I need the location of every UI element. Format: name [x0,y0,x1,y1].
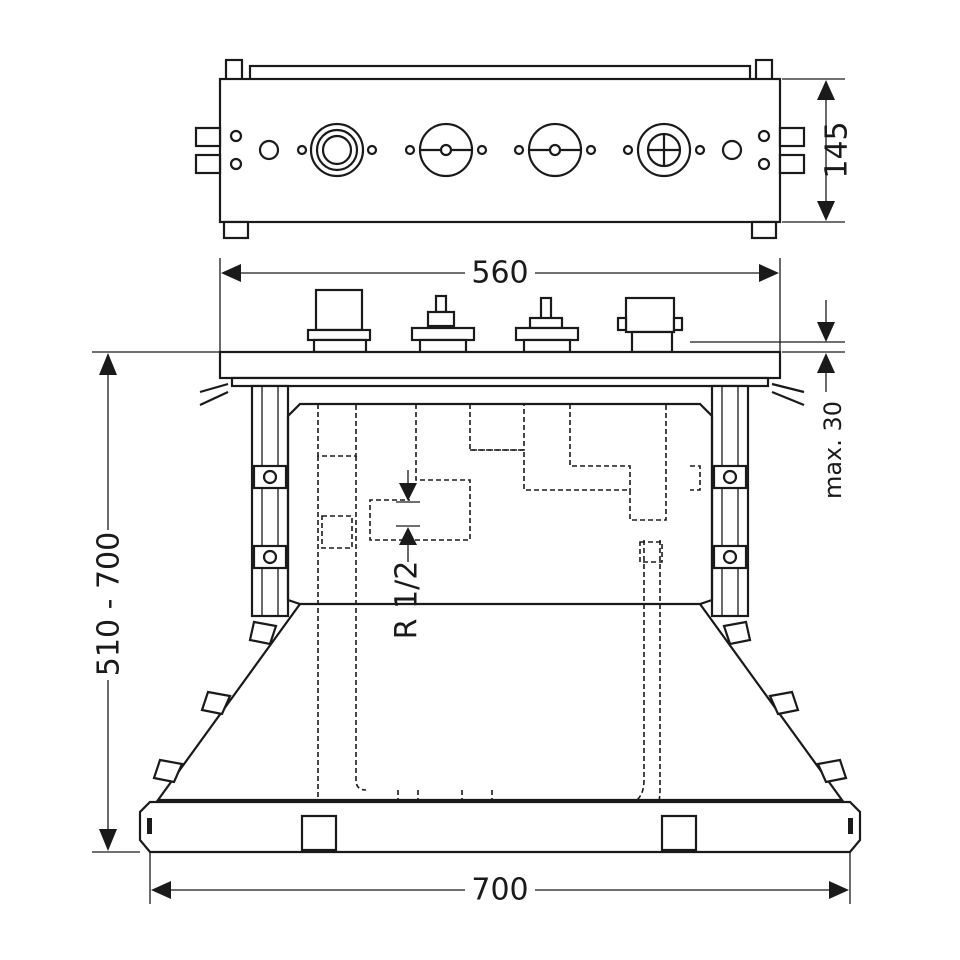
top-plate [218,77,782,224]
screw-icon [721,139,743,161]
dimension-145: 145 [782,78,855,223]
dimension-max-30: max. 30 [690,300,847,499]
valve-fitting-icon [410,294,476,354]
dim-top-height: 145 [820,121,855,178]
bracket-right-upper [778,126,806,148]
lower-frame [155,603,845,802]
screw-icon [757,157,771,171]
diverter-fitting-icon [306,288,372,354]
screw-icon [258,139,280,161]
dim-thread: R 1/2 [390,561,425,640]
front-top-plate [218,350,782,380]
valve-outlet-icon [404,122,488,178]
thermostat-fitting-icon [616,296,684,354]
nut-icon [712,544,748,570]
dim-height-range: 510 - 700 [92,532,127,676]
screw-icon [229,157,243,171]
outlet-ring-icon [296,122,378,178]
screw-icon [229,129,243,143]
bracket-right-lower [778,153,806,175]
dim-top-width: 560 [471,256,528,291]
nut-icon [252,544,288,570]
dim-max-depth: max. 30 [819,401,847,499]
valve-outlet-icon [513,122,597,178]
valve-fitting-icon [514,296,580,354]
front-view [138,288,862,854]
nut-icon [712,464,748,490]
base-block-right [660,814,698,852]
nut-icon [252,464,288,490]
bracket-left-upper [194,126,222,148]
inner-box [286,402,714,606]
foot-right [750,220,778,240]
dim-bottom-width: 700 [471,873,528,908]
post-left [250,384,290,618]
dimension-r-half: R 1/2 [390,470,425,639]
dimension-560: 560 [219,256,781,352]
screw-icon [757,129,771,143]
dimension-height-range: 510 - 700 [92,351,220,853]
base-frame [138,800,862,854]
clip-icon [152,620,848,784]
dimension-700: 700 [149,852,851,908]
top-view [194,58,806,240]
foot-left [222,220,250,240]
hidden-piping [317,404,701,827]
bracket-left-lower [194,153,222,175]
base-block-left [300,814,338,852]
post-right [710,384,750,618]
thermostat-outlet-icon [622,122,706,178]
